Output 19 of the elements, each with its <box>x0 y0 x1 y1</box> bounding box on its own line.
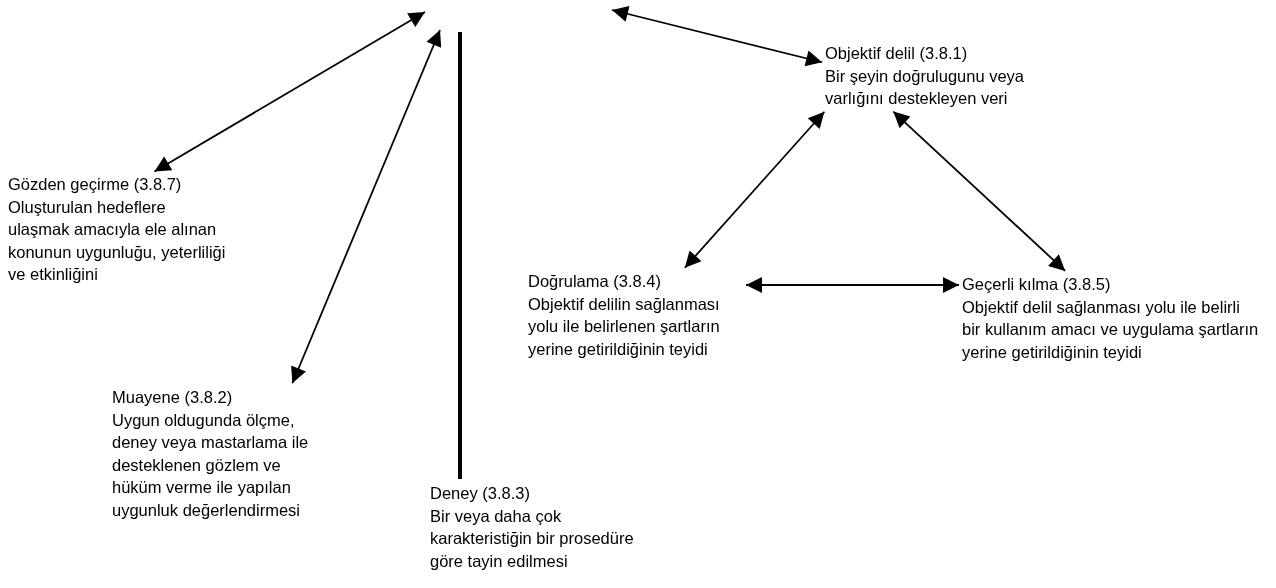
double-arrow <box>153 11 426 173</box>
term-definition: Objektif delil sağlanması yolu ile belirli bir kullanım amacı ve uygulama şartların yerine getirildiğinin teyidi <box>962 296 1260 363</box>
term-heading: Geçerli kılma (3.8.5) <box>962 274 1111 295</box>
term-heading: Deney (3.8.3) <box>430 483 530 504</box>
term-definition: Oluşturulan hedeflere ulaşmak amacıyla ele alınan konunun uygunluğu, yeterliliği ve etkinliğini <box>8 196 226 285</box>
term-definition: Uygun oldugunda ölçme, deney veya mastarlama ile desteklenen gözlem ve hüküm verme ile yapılan uygunluk değerlendirmesi <box>112 409 310 521</box>
double-arrow <box>611 6 823 67</box>
term-heading: Gözden geçirme (3.8.7) <box>8 174 182 195</box>
double-arrow <box>745 277 960 293</box>
term-heading: Objektif delil (3.8.1) <box>825 43 968 64</box>
term-definition: Objektif delilin sağlanması yolu ile belirlenen şartların yerine getirildiğinin teyidi <box>528 293 721 360</box>
term-heading: Doğrulama (3.8.4) <box>528 271 661 292</box>
double-arrow <box>291 29 442 385</box>
connector-line <box>458 32 462 479</box>
term-definition: Bir şeyin doğrulugunu veya varlığını destekleyen veri <box>825 65 1026 109</box>
double-arrow <box>892 110 1067 272</box>
term-definition: Bir veya daha çok karakteristiğin bir prosedüre göre tayin edilmesi <box>430 505 635 572</box>
term-heading: Muayene (3.8.2) <box>112 387 233 408</box>
double-arrow <box>683 110 826 269</box>
